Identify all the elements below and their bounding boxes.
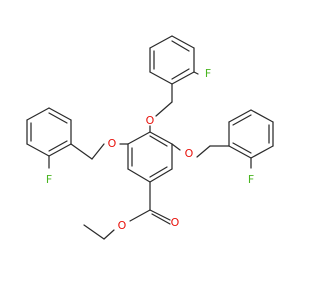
ethyl-ester-group	[83, 181, 171, 240]
top-ether-linkage	[149, 83, 173, 133]
fluorine-left-label: F	[46, 173, 52, 186]
top-fluorophenyl-ring	[149, 35, 199, 85]
oxygen-top-label: O	[146, 114, 155, 127]
molecule-diagram: O O O O O F F F	[26, 35, 274, 240]
fluorine-right-label: F	[248, 173, 254, 186]
oxygen-left-label: O	[108, 137, 117, 150]
central-benzene-ring	[127, 131, 173, 183]
left-ether-linkage	[70, 143, 129, 160]
atom-labels: O O O O O F F F	[46, 67, 254, 232]
structure-drawing: O O O O O F F F	[26, 35, 274, 240]
right-fluorophenyl-ring	[228, 109, 274, 169]
oxygen-carbonyl-label: O	[171, 216, 180, 229]
fluorine-top-label: F	[205, 67, 211, 80]
oxygen-ester-label: O	[118, 219, 127, 232]
left-fluorophenyl-ring	[26, 107, 72, 169]
right-ether-linkage	[171, 143, 230, 158]
oxygen-right-label: O	[185, 147, 194, 160]
